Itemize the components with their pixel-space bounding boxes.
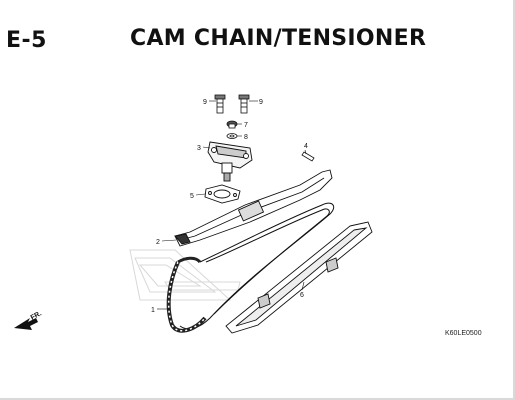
- tensioner-gasket: [204, 184, 241, 204]
- leader-lines: [157, 100, 307, 310]
- tensioner-lifter: [207, 141, 253, 182]
- bolt-right: [238, 94, 250, 114]
- drawing-code: K60LE0500: [445, 330, 482, 337]
- front-arrow-icon: [14, 318, 38, 330]
- callout-5: 5: [190, 193, 194, 200]
- chain-guide: [225, 221, 373, 334]
- callout-8: 8: [244, 134, 248, 141]
- page-title: CAM CHAIN/TENSIONER: [130, 26, 427, 51]
- callout-2: 2: [156, 239, 160, 246]
- tensioner-pin: [301, 151, 315, 162]
- callout-1: 1: [151, 307, 155, 314]
- callout-4: 4: [304, 143, 308, 150]
- callout-7: 7: [244, 122, 248, 129]
- tensioner-arm: [174, 169, 333, 247]
- callout-6: 6: [300, 292, 304, 299]
- callout-9-left: 9: [203, 99, 207, 106]
- sealing-bolt: [226, 120, 238, 129]
- section-code: E-5: [6, 28, 47, 53]
- cam-chain: [166, 202, 335, 333]
- callout-9-right: 9: [259, 99, 263, 106]
- front-label: FR.: [30, 310, 43, 322]
- callout-3: 3: [197, 145, 201, 152]
- washer: [226, 133, 238, 139]
- bolt-left: [214, 94, 226, 114]
